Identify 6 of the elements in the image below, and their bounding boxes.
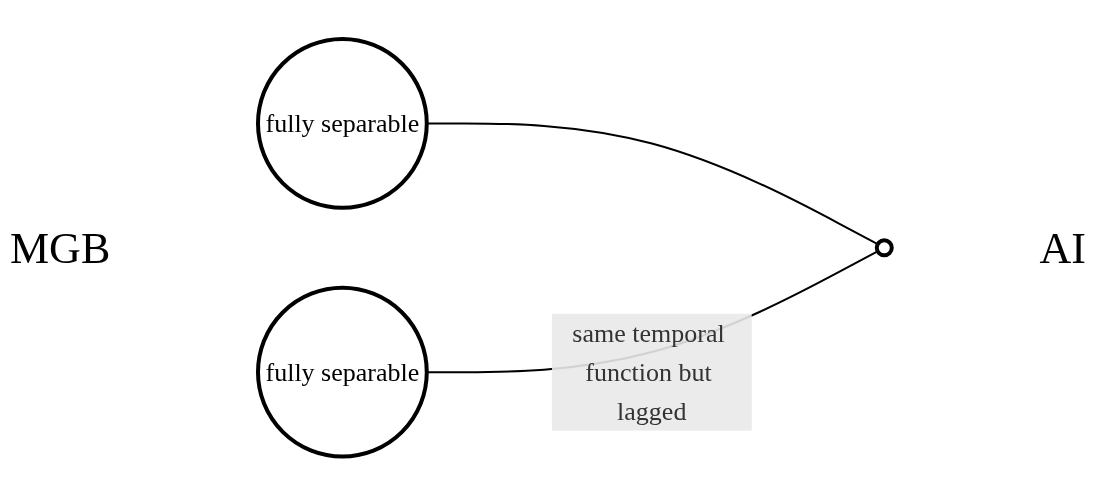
group-label: MGB <box>9 222 112 274</box>
node-caption: AI <box>1038 222 1087 274</box>
node-circle: fully separable <box>256 286 429 459</box>
edge-label: same temporal function but lagged <box>572 318 725 426</box>
node-circle: fully separable <box>256 37 429 210</box>
node-circle <box>874 238 894 258</box>
